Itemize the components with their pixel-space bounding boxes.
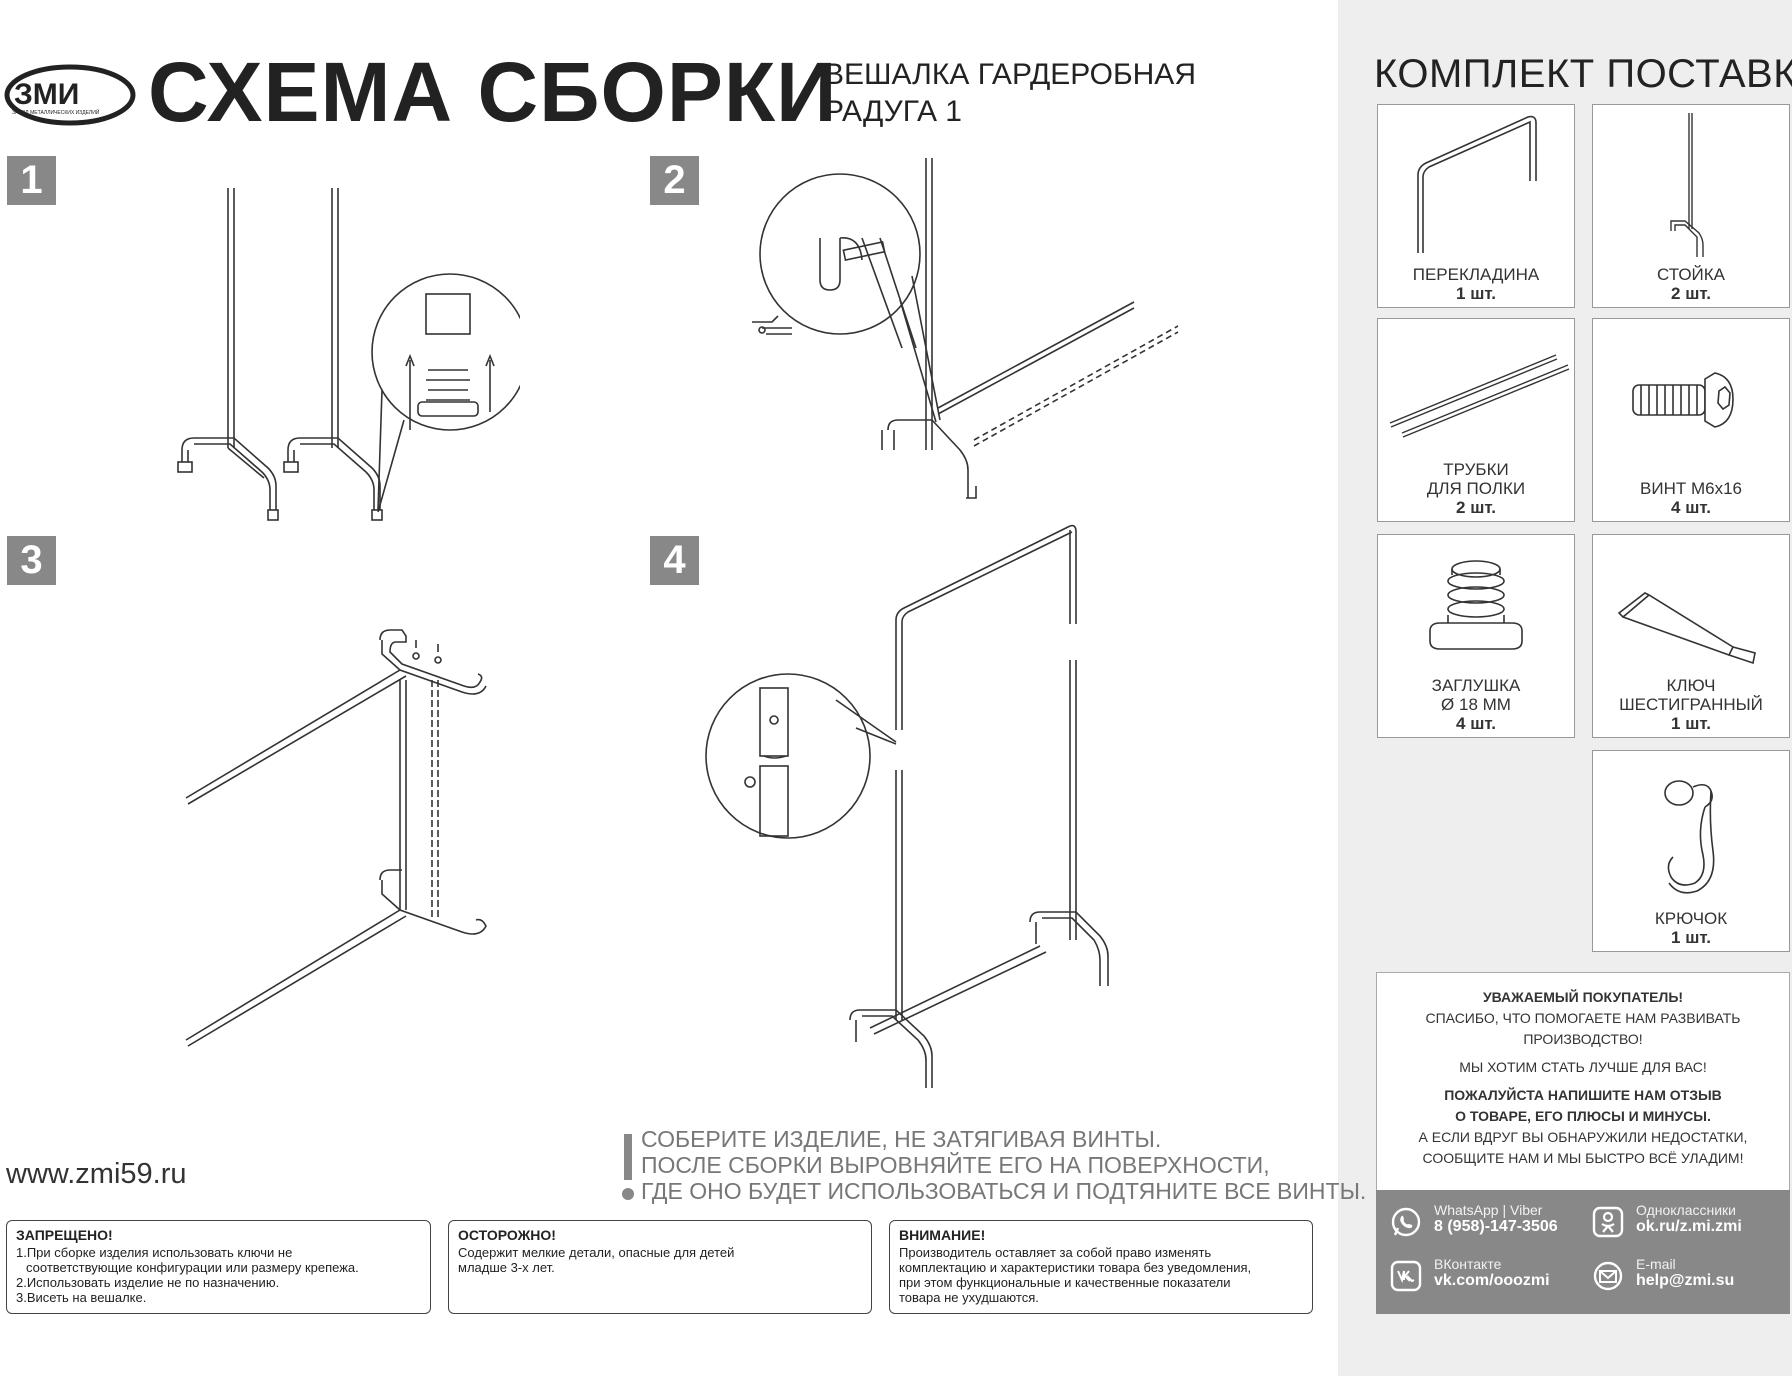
forbidden-item-1b: соответствующие конфигурации или размеру… [26,1260,359,1275]
forbidden-item-1a: 1.При сборке изделия использовать ключи … [16,1245,293,1260]
stand-icon [1670,113,1704,257]
kit-item-screw-qty: 4 шт. [1671,498,1711,517]
kit-item-hex-key-name: КЛЮЧ [1666,676,1716,695]
shelf-tubes-icon [1389,354,1570,438]
vk-label: ВКонтакте [1434,1256,1502,1272]
forbidden-title: ЗАПРЕЩЕНО! [16,1227,113,1243]
kit-item-hex-key-qty: 1 шт. [1671,714,1711,733]
step-3-drawing [185,629,487,1047]
assembly-note-line3: ГДЕ ОНО БУДЕТ ИСПОЛЬЗОВАТЬСЯ И ПОДТЯНИТЕ… [641,1178,1367,1204]
odnoklassniki-icon [1592,1206,1624,1238]
hook-icon [1664,780,1715,894]
kit-item-end-cap-name: ЗАГЛУШКА [1431,676,1521,695]
step-1-badge: 1 [7,156,56,205]
logo-text: ЗМИ [14,78,79,111]
caution-box: ОСТОРОЖНО! Содержит мелкие детали, опасн… [448,1220,872,1314]
kit-item-shelf-tubes-name2: ДЛЯ ПОЛКИ [1426,479,1526,498]
notice-thanks-1: СПАСИБО, ЧТО ПОМОГАЕТЕ НАМ РАЗВИВАТЬ [1425,1010,1741,1026]
logo-tagline: ЗАВОД МЕТАЛЛИЧЕСКИХ ИЗДЕЛИЙ [12,108,100,116]
kit-item-hook-name: КРЮЧОК [1654,909,1728,928]
kit-item-crossbar-qty: 1 шт. [1456,284,1496,303]
caution-line-2: младше 3-х лет. [458,1260,555,1275]
screw-icon [1632,372,1734,428]
kit-item-screw-name: ВИНТ М6х16 [1640,479,1742,498]
kit-item-end-cap-qty: 4 шт. [1456,714,1496,733]
customer-notice: УВАЖАЕМЫЙ ПОКУПАТЕЛЬ! СПАСИБО, ЧТО ПОМОГ… [1376,972,1790,1192]
kit-item-stand-name: СТОЙКА [1656,265,1726,284]
step-4-badge: 4 [650,536,699,585]
notice-heading: УВАЖАЕМЫЙ ПОКУПАТЕЛЬ! [1482,989,1684,1005]
forbidden-box: ЗАПРЕЩЕНО! 1.При сборке изделия использо… [6,1220,431,1314]
crossbar-icon [1417,115,1537,253]
ok-label: Одноклассники [1636,1202,1737,1218]
whatsapp-icon [1391,1207,1421,1237]
assembly-note-line2: ПОСЛЕ СБОРКИ ВЫРОВНЯЙТЕ ЕГО НА ПОВЕРХНОС… [641,1152,1270,1178]
notice-issue-1: А ЕСЛИ ВДРУГ ВЫ ОБНАРУЖИЛИ НЕДОСТАТКИ, [1418,1129,1748,1145]
kit-item-shelf-tubes-qty: 2 шт. [1456,498,1496,517]
website-link[interactable]: www.zmi59.ru [6,1158,187,1190]
product-name: ВЕШАЛКА ГАРДЕРОБНАЯ РАДУГА 1 [824,56,1196,130]
vk-link: vk.com/ooozmi [1434,1272,1550,1289]
notice-review-1: ПОЖАЛУЙСТА НАПИШИТЕ НАМ ОТЗЫВ [1444,1087,1722,1103]
notice-issue-2: СООБЩИТЕ НАМ И МЫ БЫСТРО ВСЁ УЛАДИМ! [1422,1150,1744,1166]
attention-line-3: при этом функциональные и качественные п… [899,1275,1231,1290]
exclamation-icon-bar [624,1134,632,1180]
hex-key-icon [1617,592,1756,665]
step-2-badge: 2 [650,156,699,205]
assembly-note-line1: СОБЕРИТЕ ИЗДЕЛИЕ, НЕ ЗАТЯГИВАЯ ВИНТЫ. [641,1126,1162,1152]
step-3-badge: 3 [7,536,56,585]
contacts-panel: WhatsApp | Viber 8 (958)-147-3506 Однокл… [1376,1190,1790,1314]
exclamation-icon-dot [622,1188,634,1200]
caution-line-1: Содержит мелкие детали, опасные для дете… [458,1245,735,1260]
kit-item-hook-qty: 1 шт. [1671,928,1711,947]
step-4-drawing [705,524,1109,1088]
ok-link: ok.ru/z.mi.zmi [1636,1218,1742,1235]
kit-item-crossbar-name: ПЕРЕКЛАДИНА [1412,265,1540,284]
end-cap-icon [1429,560,1523,650]
email-icon [1593,1261,1623,1291]
step-1-drawing [177,188,520,521]
assembly-note: СОБЕРИТЕ ИЗДЕЛИЕ, НЕ ЗАТЯГИВАЯ ВИНТЫ. ПО… [641,1126,1366,1204]
page-title: СХЕМА СБОРКИ [148,45,838,139]
email-label: E-mail [1636,1256,1676,1272]
product-name-line1: ВЕШАЛКА ГАРДЕРОБНАЯ [824,58,1196,91]
kit-title: КОМПЛЕКТ ПОСТАВКИ [1374,52,1792,96]
attention-line-1: Производитель оставляет за собой право и… [899,1245,1212,1260]
forbidden-item-2: 2.Использовать изделие не по назначению. [16,1275,280,1290]
attention-line-4: товара не ухудшаются. [899,1290,1039,1305]
kit-item-shelf-tubes-name: ТРУБКИ [1443,460,1509,479]
product-name-line2: РАДУГА 1 [824,95,962,128]
notice-review-2: О ТОВАРЕ, ЕГО ПЛЮСЫ И МИНУСЫ. [1455,1108,1711,1124]
notice-better: МЫ ХОТИМ СТАТЬ ЛУЧШЕ ДЛЯ ВАС! [1459,1059,1707,1075]
step-2-drawing [752,158,1179,499]
kit-item-end-cap-name2: Ø 18 ММ [1441,695,1511,714]
email-address: help@zmi.su [1636,1272,1735,1289]
attention-box: ВНИМАНИЕ! Производитель оставляет за соб… [889,1220,1313,1314]
notice-thanks-2: ПРОИЗВОДСТВО! [1523,1031,1643,1047]
company-logo: ЗМИ ЗАВОД МЕТАЛЛИЧЕСКИХ ИЗДЕЛИЙ [4,62,136,128]
kit-item-hex-key-name2: ШЕСТИГРАННЫЙ [1619,695,1763,714]
whatsapp-label: WhatsApp | Viber [1434,1202,1543,1218]
caution-title: ОСТОРОЖНО! [458,1227,556,1243]
attention-title: ВНИМАНИЕ! [899,1227,986,1243]
vk-icon [1390,1260,1422,1292]
attention-line-2: комплектацию и характеристики товара без… [899,1260,1252,1275]
forbidden-item-3: 3.Висеть на вешалке. [16,1290,147,1305]
kit-item-stand-qty: 2 шт. [1671,284,1711,303]
whatsapp-number: 8 (958)-147-3506 [1434,1218,1558,1235]
